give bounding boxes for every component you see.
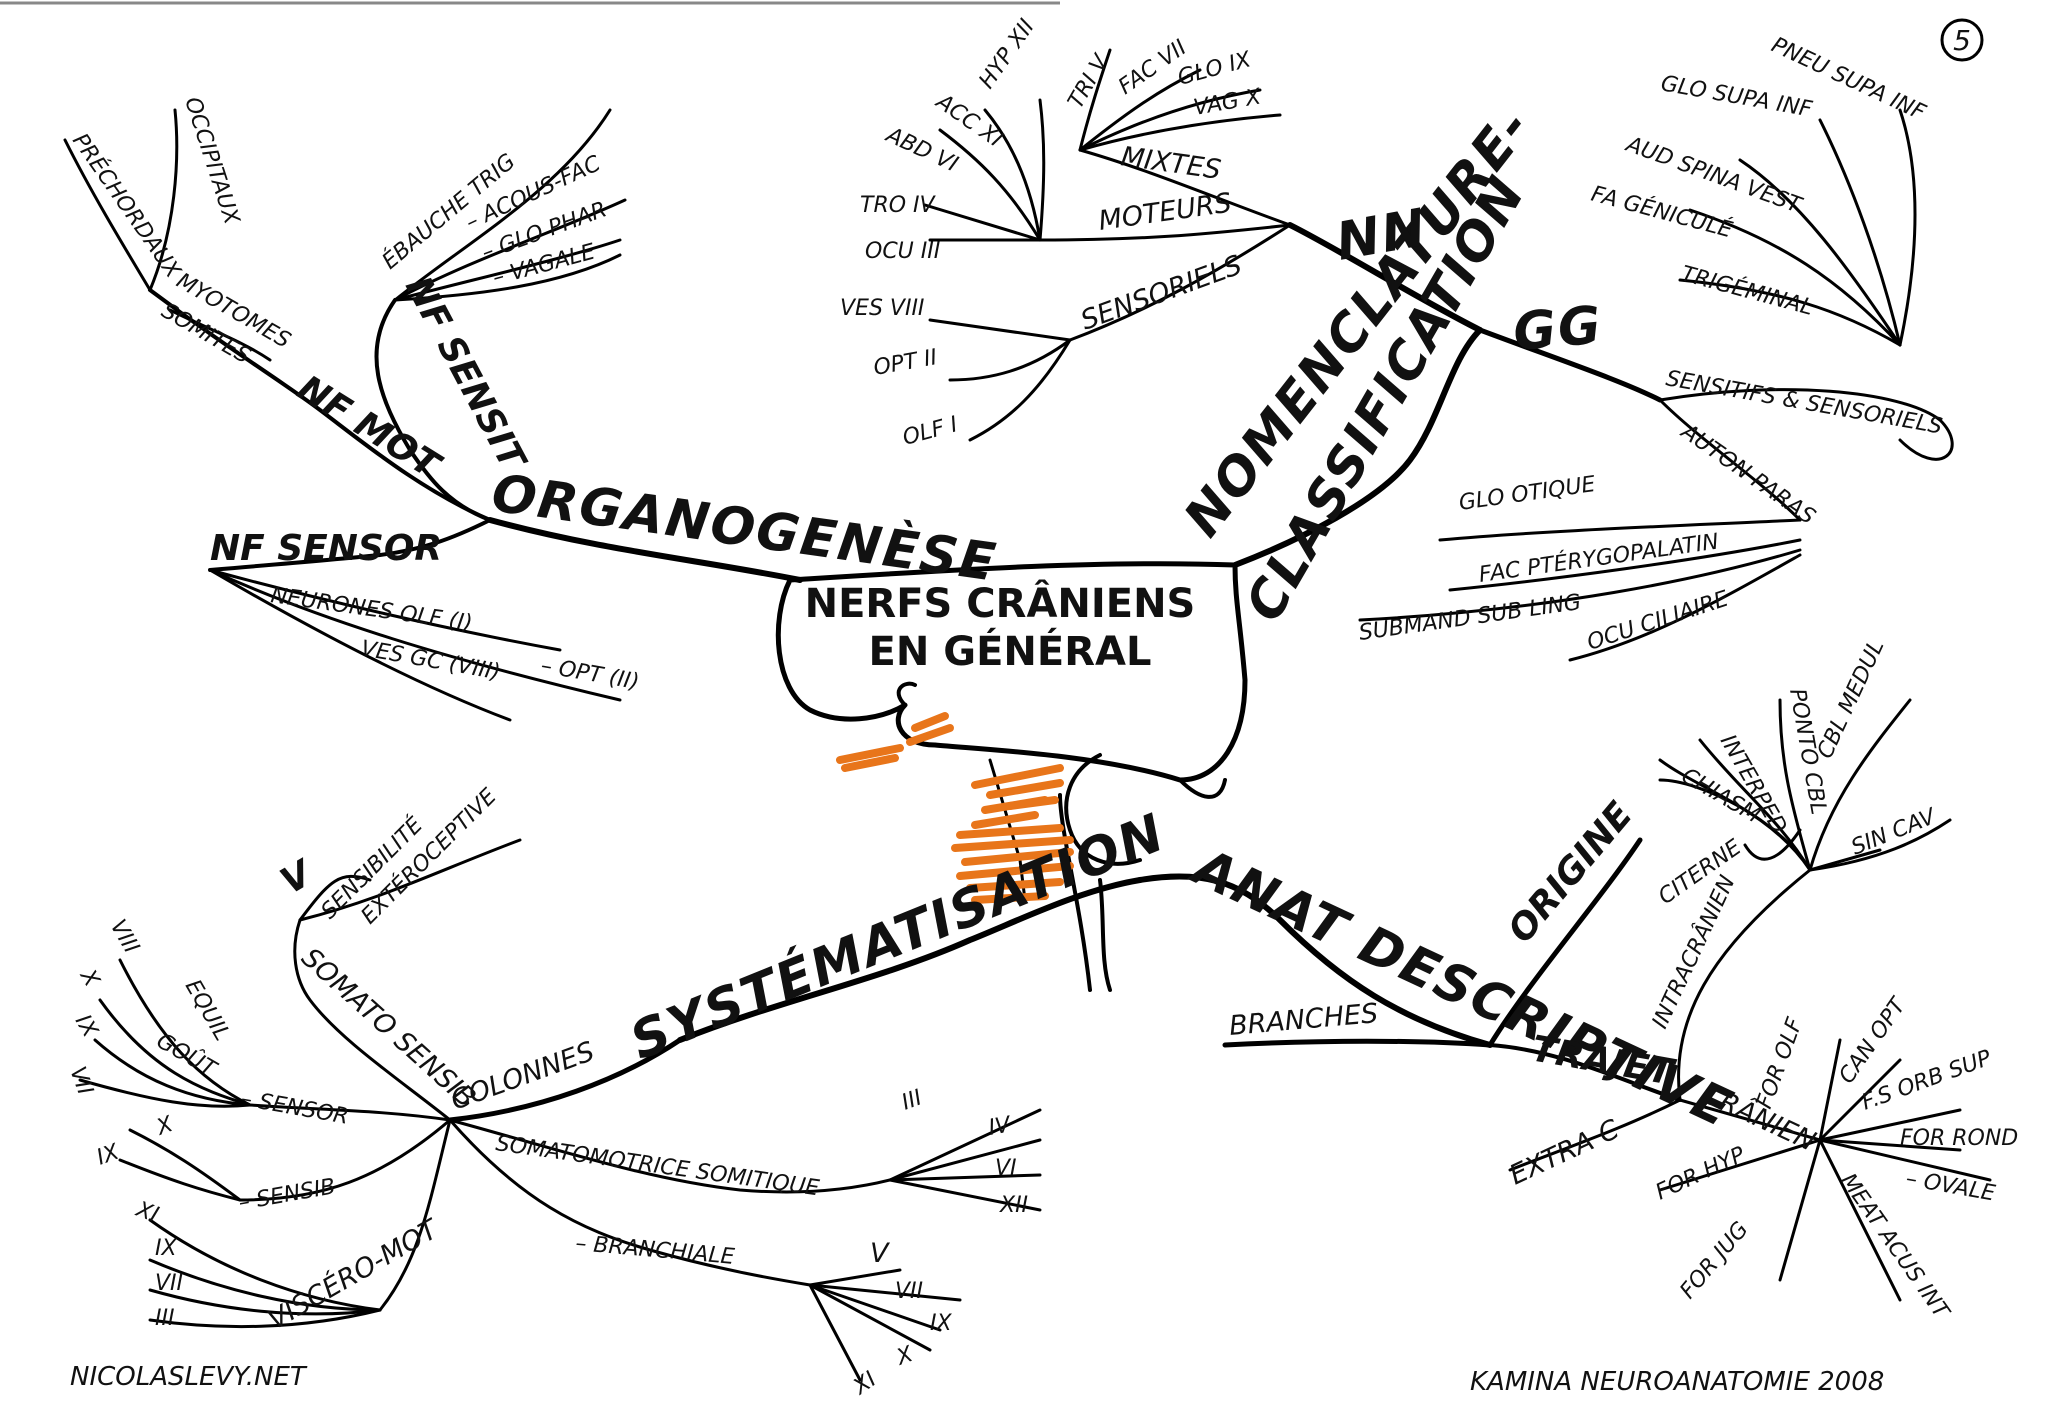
organogenese-branches (63, 108, 803, 722)
prechordaux-label: PRÉCHORDAUX (67, 129, 186, 284)
nomenclature-branches (923, 48, 1954, 662)
ves-gc-label: VES GC (VIII) (359, 636, 502, 685)
viscero-item-iii: III (155, 1306, 174, 1331)
footer-left: NICOLASLEVY.NET (70, 1362, 308, 1392)
sensor-item-vii: VII (64, 1064, 97, 1099)
footer-right: KAMINA NEUROANATOMIE 2008 (1470, 1367, 1884, 1397)
origine-label: ORIGINE (1500, 794, 1641, 950)
somatomotrice-label: SOMATOMOTRICE SOMITIQUE (494, 1131, 821, 1201)
somatomotrice-item-iii: III (899, 1085, 926, 1115)
cranien-item-for-hyp: FOR HYP (1652, 1142, 1750, 1205)
viscero-item-vii: VII (155, 1271, 183, 1296)
equil-label: EQUIL (180, 976, 235, 1046)
sensor-item-ix: IX (70, 1011, 103, 1043)
somatomotrice-item-iv: IV (987, 1112, 1014, 1141)
sensib-item-x: X (153, 1112, 178, 1141)
systematisation-branches (78, 838, 1143, 1382)
center-title-line2: EN GÉNÉRAL (869, 627, 1152, 675)
v-label: V (274, 852, 321, 903)
systematisation-title: SYSTÉMATISATION (622, 802, 1174, 1072)
sensor-label: – SENSOR (239, 1086, 351, 1130)
auton-item-glo: GLO OTIQUE (1457, 472, 1597, 516)
opt-label: – OPT (II) (539, 653, 641, 695)
gg-label: GG (1511, 295, 1605, 363)
auton-item-submand: SUBMAND SUB LING (1357, 590, 1582, 646)
somato-sensib-label: SOMATO SENSIB (295, 942, 481, 1114)
somatomotrice-item-vi: VI (995, 1156, 1017, 1181)
cranien-item-for-rond: FOR ROND (1900, 1126, 2018, 1151)
sensor-item-x: X (74, 965, 104, 992)
sensitif-item-glo: GLO SUPA INF (1659, 71, 1814, 122)
branchiale-item-x: X (893, 1342, 918, 1371)
organogenese-title: ORGANOGENÈSE (488, 462, 1001, 593)
mixtes-label: MIXTES (1119, 141, 1223, 186)
branches-label: BRANCHES (1228, 998, 1379, 1042)
branchiale-item-vii: VII (895, 1279, 923, 1304)
sensib-label: – SENSIB (237, 1174, 338, 1216)
mixte-item-vag: VAG X (1192, 84, 1264, 121)
moteurs-label: MOTEURS (1097, 188, 1234, 237)
anat-title: ANAT DESCRIPTIVE (1181, 836, 1742, 1140)
cranien-item-for-olf: FOR OLF (1752, 1014, 1808, 1112)
anat-branches (1137, 698, 1992, 1302)
center-title-line1: NERFS CRÂNIENS (805, 579, 1196, 627)
sensitif-item-trigeminal: TRIGÉMINAL (1678, 261, 1816, 321)
sensoriel-item-olf: OLF I (900, 412, 960, 451)
auton-paras-label: AUTON PARAS (1675, 418, 1820, 530)
sensoriel-item-ves: VES VIII (840, 296, 924, 321)
sensor-item-viii: VIII (105, 916, 144, 958)
moteur-item-hyp: HYP XII (974, 15, 1039, 93)
sensoriels-label: SENSORIELS (1077, 250, 1246, 337)
branchiale-item-v: V (870, 1238, 891, 1269)
nf-mot-label: NF MOT (290, 368, 448, 488)
sin-cav-label: SIN CAV (1848, 804, 1941, 861)
colonnes-label: COLONNES (447, 1036, 599, 1116)
branchiale-item-ix: IX (930, 1311, 952, 1336)
moteur-item-acc: ACC XI (930, 88, 1007, 152)
viscero-mot-label: VISCÉRO-MOT (263, 1212, 446, 1336)
sensitif-item-fa: FA GÉNICULÉ (1588, 181, 1735, 244)
cranien-item-for-jug: FOR JUG (1675, 1217, 1753, 1303)
moteur-item-abd: ABD VI (881, 122, 962, 177)
cranien-item-can-opt: CAN OPT (1834, 993, 1912, 1089)
somatomotrice-item-xii: XII (999, 1193, 1028, 1218)
viscero-item-ix: IX (155, 1236, 177, 1261)
extrac-label: EXTRA C (1505, 1114, 1624, 1191)
sensib-item-ix: IX (94, 1139, 124, 1170)
orange-highlights (836, 712, 1074, 904)
page-number: 5 (1953, 24, 1971, 57)
nf-sensor-label: NF SENSOR (210, 528, 442, 569)
moteur-item-ocu: OCU III (865, 239, 940, 264)
neurones-olf-label: NEURONES OLF (I) (269, 583, 474, 636)
branchiale-label: – BRANCHIALE (574, 1231, 735, 1270)
occipitaux-label: OCCIPITAUX (179, 94, 244, 228)
cranien-item-ovale: – OVALE (1904, 1166, 1997, 1206)
sensoriel-item-opt: OPT II (872, 345, 939, 381)
auton-item-ocu: OCU CILIAIRE (1584, 586, 1732, 655)
page-number-circle (1940, 18, 1984, 62)
moteur-item-tro: TRO IV (860, 193, 937, 218)
branchiale-item-xi: XI (848, 1367, 881, 1400)
